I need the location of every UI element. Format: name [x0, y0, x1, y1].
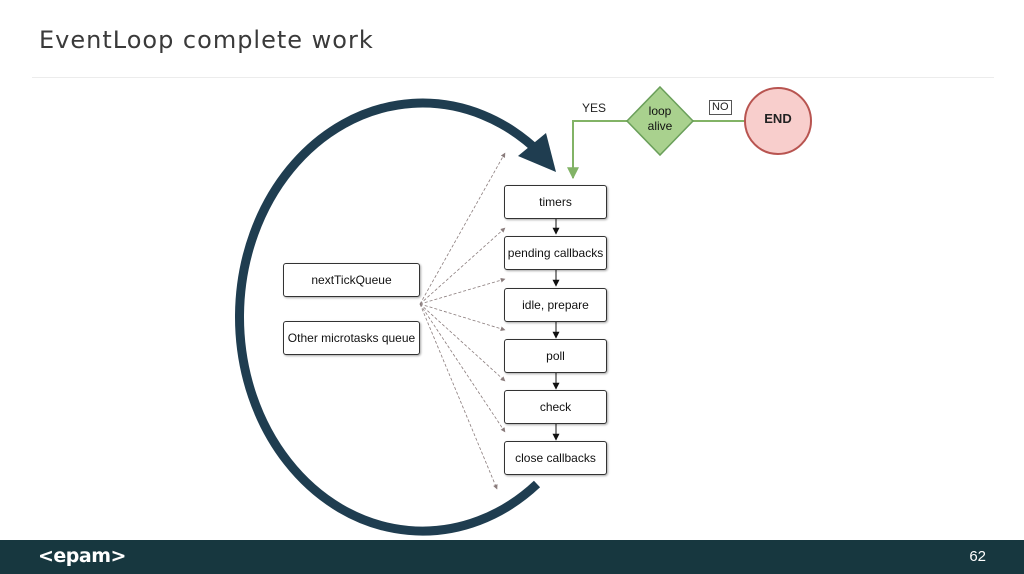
phase-pending-callbacks: pending callbacks	[504, 236, 607, 270]
microtask-arrow	[419, 303, 506, 332]
microtask-arrow	[419, 152, 506, 305]
microtask-arrows	[419, 152, 506, 490]
loop-alive-label: loop alive	[647, 104, 673, 133]
microtask-arrow	[419, 277, 506, 305]
event-loop-diagram	[235, 85, 812, 536]
loop-arc	[235, 98, 544, 536]
epam-logo: <epam>	[38, 545, 126, 567]
microtask-arrow	[419, 303, 498, 490]
loop-arc-arrowhead	[518, 133, 556, 172]
yes-label: YES	[582, 101, 607, 115]
phase-timers: timers	[504, 185, 607, 219]
end-node	[744, 87, 812, 155]
yes-connector	[567, 120, 627, 180]
microtask-arrow	[419, 303, 506, 382]
page-number: 62	[969, 548, 986, 565]
phase-check: check	[504, 390, 607, 424]
phase-poll: poll	[504, 339, 607, 373]
other-microtasks-queue: Other microtasks queue	[283, 321, 420, 355]
end-label: END	[764, 111, 792, 126]
footer-bar: <epam> 62	[0, 540, 1024, 574]
microtask-arrow	[419, 303, 506, 433]
phase-idle-prepare: idle, prepare	[504, 288, 607, 322]
slide-title: EventLoop complete work	[39, 26, 374, 54]
microtask-arrow	[419, 227, 506, 305]
next-tick-queue: nextTickQueue	[283, 263, 420, 297]
no-label: NO	[709, 100, 732, 115]
phase-close-callbacks: close callbacks	[504, 441, 607, 475]
title-divider	[32, 77, 994, 78]
loop-alive-decision	[625, 85, 695, 157]
